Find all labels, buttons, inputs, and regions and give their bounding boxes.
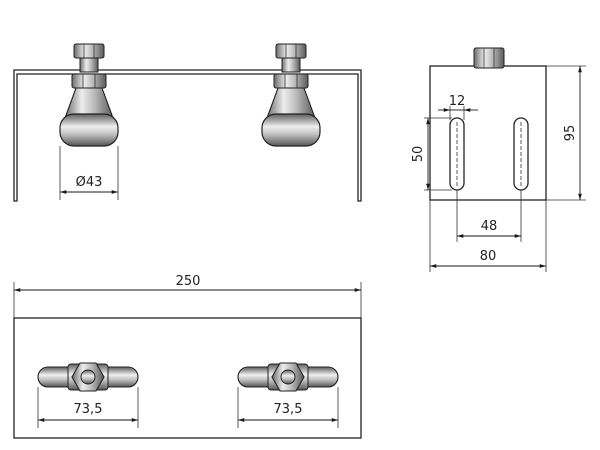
nut-icon: [71, 73, 107, 89]
slot-length-dimension: 50: [411, 117, 452, 191]
bolt-head-icon: [80, 369, 96, 385]
right-roller-span-label: 73,5: [274, 402, 303, 417]
nut-icon: [273, 73, 309, 89]
side-view: 12 50 95 48 80: [411, 47, 586, 272]
front-right-roller: [261, 43, 321, 147]
bolt-thread-icon: [79, 57, 99, 73]
slot-width-label: 12: [449, 94, 466, 109]
slot-length-label: 50: [411, 146, 426, 163]
diameter-label: Ø43: [76, 175, 103, 190]
front-left-roller: [59, 43, 119, 147]
left-roller-span-dimension: 73,5: [37, 387, 139, 428]
slot-width-dimension: 12: [438, 94, 478, 120]
roller-wheel-icon: [59, 113, 119, 147]
roller-wheel-icon: [261, 113, 321, 147]
length-label: 250: [176, 274, 201, 289]
top-left-roller: [37, 362, 139, 392]
left-roller-span-label: 73,5: [74, 402, 103, 417]
slot-spacing-dimension: 48: [456, 190, 522, 242]
nut-icon: [473, 47, 505, 69]
right-roller-span-dimension: 73,5: [237, 387, 339, 428]
bolt-thread-icon: [281, 57, 301, 73]
top-right-roller: [237, 362, 339, 392]
slot-spacing-label: 48: [481, 219, 498, 234]
nut-icon: [73, 43, 105, 59]
bolt-head-icon: [280, 369, 296, 385]
nut-icon: [275, 43, 307, 59]
height-dimension: 95: [546, 65, 586, 201]
height-label: 95: [563, 125, 578, 142]
width-label: 80: [480, 249, 497, 264]
top-view: 250 73,5 73,5: [13, 274, 362, 439]
length-dimension: 250: [13, 274, 362, 318]
width-dimension: 80: [429, 200, 547, 272]
front-view: Ø43: [13, 43, 362, 202]
front-bracket: [13, 69, 362, 202]
diameter-dimension: Ø43: [59, 146, 119, 200]
